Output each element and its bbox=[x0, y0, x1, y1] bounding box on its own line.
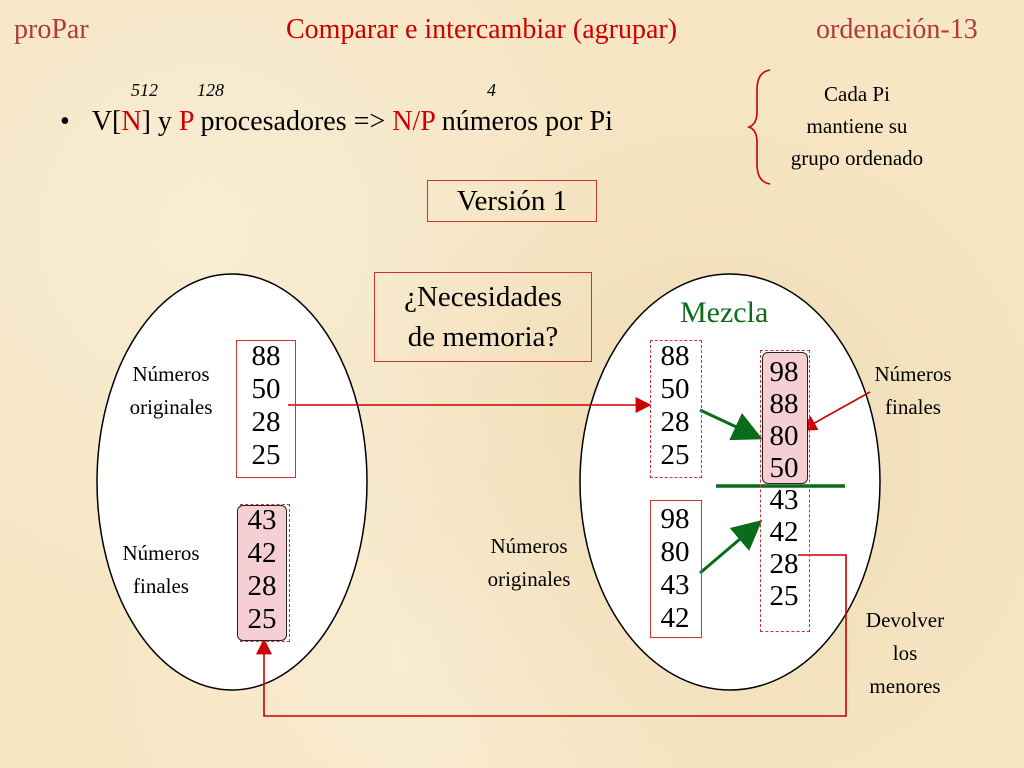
number-cell: 42 bbox=[769, 516, 799, 548]
note-line3: grupo ordenado bbox=[790, 146, 924, 170]
label-line: menores bbox=[869, 674, 941, 698]
bullet-np: N/P bbox=[392, 106, 435, 137]
left-original-list: 88 50 28 25 bbox=[236, 340, 296, 472]
number-cell: 28 bbox=[660, 406, 690, 438]
bullet-procesadores: procesadores => bbox=[193, 106, 393, 137]
number-cell: 43 bbox=[660, 569, 690, 601]
label-line: originales bbox=[129, 395, 213, 419]
number-cell: 98 bbox=[660, 503, 690, 535]
number-cell: 43 bbox=[247, 504, 277, 536]
right-received-group bbox=[650, 340, 702, 478]
value-p: 128 bbox=[197, 80, 224, 100]
number-cell: 88 bbox=[769, 388, 799, 420]
number-cell: 42 bbox=[660, 602, 690, 634]
processor-right bbox=[579, 273, 881, 691]
label-right-originales: Números originales bbox=[466, 530, 592, 596]
left-original-group bbox=[236, 340, 296, 478]
label-right-finales: Números finales bbox=[850, 358, 976, 424]
number-cell: 50 bbox=[251, 373, 281, 405]
bullet-line: • V[N] y P procesadores => N/P números po… bbox=[60, 106, 613, 138]
number-cell: 25 bbox=[251, 439, 281, 471]
label-line: los bbox=[892, 641, 918, 665]
note-line1: Cada Pi bbox=[824, 82, 890, 106]
header-slide-number: ordenación-13 bbox=[816, 14, 978, 45]
number-cell: 88 bbox=[660, 340, 690, 372]
note-line2: mantiene su bbox=[806, 114, 908, 138]
number-cell: 28 bbox=[247, 570, 277, 602]
number-cell: 50 bbox=[660, 373, 690, 405]
value-np: 4 bbox=[487, 80, 496, 100]
label-line: originales bbox=[487, 567, 571, 591]
return-arrow bbox=[256, 554, 847, 717]
left-final-group bbox=[237, 505, 287, 641]
left-final-list: 43 42 28 25 bbox=[232, 504, 292, 636]
label-line: Números bbox=[874, 362, 952, 386]
version-box: Versión 1 bbox=[427, 180, 597, 222]
number-cell: 25 bbox=[769, 580, 799, 612]
bullet-n: N bbox=[121, 106, 142, 137]
bullet-symbol: • bbox=[60, 106, 70, 137]
number-cell: 88 bbox=[251, 340, 281, 372]
final-label-arrow bbox=[800, 391, 871, 431]
bullet-v: V[ bbox=[91, 106, 122, 137]
right-merged-dashed bbox=[760, 350, 810, 632]
number-cell: 80 bbox=[660, 536, 690, 568]
label-line: Números bbox=[132, 362, 210, 386]
mezcla-label: Mezcla bbox=[680, 296, 769, 329]
number-cell: 25 bbox=[660, 439, 690, 471]
merge-arrow-bottom bbox=[699, 520, 763, 575]
memory-question-box: ¿Necesidades de memoria? bbox=[374, 272, 592, 362]
note-group-sorted: Cada Pi mantiene su grupo ordenado bbox=[762, 78, 952, 174]
merge-arrow-top bbox=[699, 408, 763, 441]
right-merged-list: 98 88 80 50 43 42 28 25 bbox=[754, 356, 814, 612]
right-received-list: 88 50 28 25 bbox=[645, 340, 705, 472]
header-course: proPar bbox=[14, 14, 89, 45]
number-cell: 80 bbox=[769, 420, 799, 452]
bullet-rest: números por Pi bbox=[434, 106, 613, 137]
number-cell: 43 bbox=[769, 484, 799, 516]
bullet-p: P bbox=[178, 106, 194, 137]
label-line: Devolver bbox=[865, 608, 945, 632]
label-line: finales bbox=[885, 395, 941, 419]
label-line: Números bbox=[490, 534, 568, 558]
label-left-finales: Números finales bbox=[98, 537, 224, 603]
right-final-group bbox=[762, 352, 808, 484]
right-original-group bbox=[650, 500, 702, 638]
number-cell: 98 bbox=[769, 356, 799, 388]
question-line2: de memoria? bbox=[407, 321, 559, 353]
number-cell: 28 bbox=[251, 406, 281, 438]
number-cell: 42 bbox=[247, 537, 277, 569]
bullet-close: ] y bbox=[141, 106, 179, 137]
value-n: 512 bbox=[131, 80, 158, 100]
number-cell: 28 bbox=[769, 548, 799, 580]
right-original-list: 98 80 43 42 bbox=[645, 503, 705, 635]
question-line1: ¿Necesidades bbox=[404, 281, 562, 313]
brace-icon bbox=[746, 69, 771, 185]
label-devolver: Devolver los menores bbox=[843, 604, 967, 703]
number-cell: 25 bbox=[247, 603, 277, 635]
processor-left bbox=[96, 273, 368, 691]
header-title: Comparar e intercambiar (agrupar) bbox=[286, 14, 678, 45]
label-line: finales bbox=[133, 574, 189, 598]
number-cell: 50 bbox=[769, 452, 799, 484]
label-left-originales: Números originales bbox=[108, 358, 234, 424]
label-line: Números bbox=[122, 541, 200, 565]
